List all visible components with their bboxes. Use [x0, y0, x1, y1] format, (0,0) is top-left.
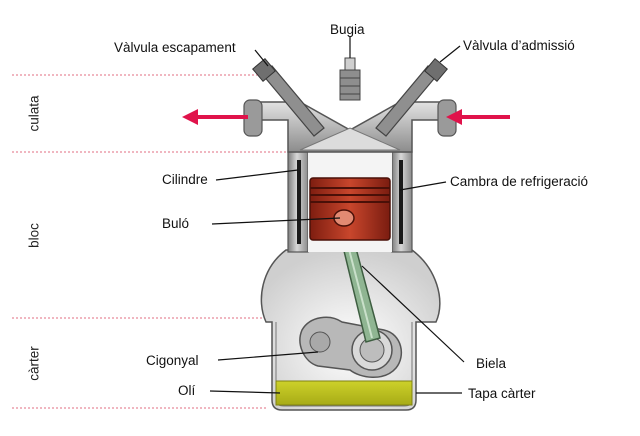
- intake-arrow: [446, 109, 510, 125]
- oil-sump: [275, 380, 413, 406]
- label-exhaust-valve: Vàlvula escapament: [114, 40, 236, 55]
- section-label-crankcase: càrter: [26, 346, 42, 381]
- cylinder-head: [243, 99, 457, 153]
- exhaust-arrow: [182, 109, 248, 125]
- piston-shape: [309, 177, 391, 241]
- label-crankcase-cover: Tapa càrter: [468, 386, 536, 401]
- label-piston-pin: Buló: [162, 216, 190, 231]
- section-label-block: bloc: [26, 223, 42, 248]
- label-crankshaft: Cigonyal: [146, 353, 199, 368]
- label-intake-valve: Vàlvula d’admissió: [463, 38, 575, 53]
- leader-lines: [209, 36, 465, 394]
- label-spark-plug: Bugia: [330, 22, 365, 37]
- spark-plug-shape: [339, 57, 361, 101]
- section-dividers: [12, 74, 292, 409]
- label-cylinder: Cilindre: [162, 172, 208, 187]
- label-cooling-chamber: Cambra de refrigeració: [450, 174, 589, 189]
- exhaust-valve-shape: [252, 58, 325, 137]
- section-label-head: culata: [26, 95, 42, 132]
- intake-valve-shape: [375, 58, 448, 137]
- label-con-rod: Biela: [476, 356, 507, 371]
- label-oil: Olí: [178, 383, 196, 398]
